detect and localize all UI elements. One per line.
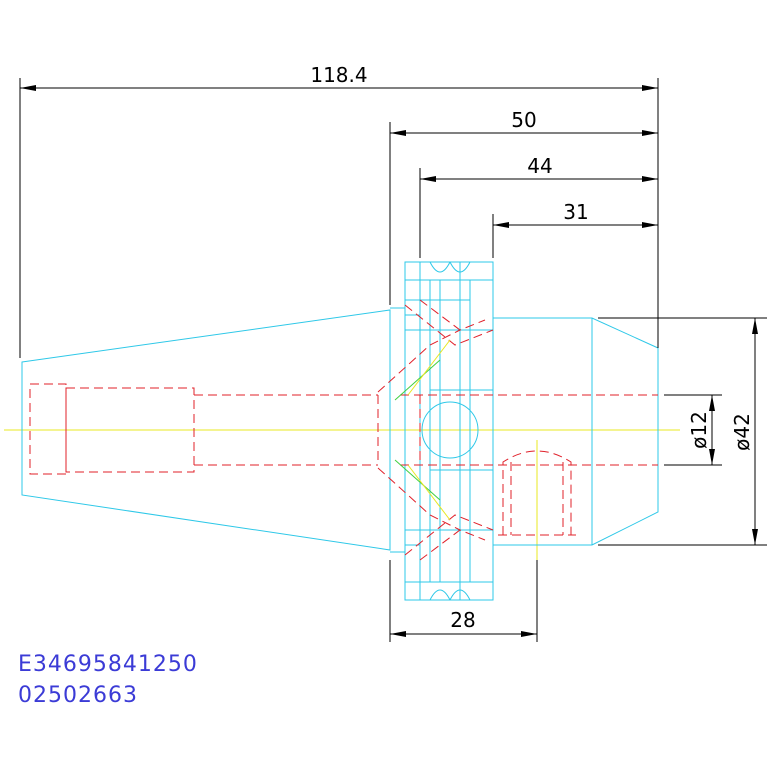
taper-outline <box>21 309 391 551</box>
hidden-lines <box>29 299 658 561</box>
dimension-lines <box>19 78 767 642</box>
part-code-secondary: 02502663 <box>18 683 138 708</box>
dimension-flange-face-to-end: 44 <box>527 154 552 178</box>
dimension-outer-diameter: ø42 <box>730 413 754 451</box>
dimension-overall-length: 118.4 <box>310 63 367 87</box>
construction-lines <box>394 339 451 521</box>
orientation-hole <box>421 401 479 459</box>
dimension-bore-diameter: ø12 <box>687 411 711 449</box>
dimension-collar-to-end: 31 <box>563 200 588 224</box>
center-line <box>4 429 680 560</box>
body-outline <box>492 317 659 546</box>
dimension-flange-to-pin: 28 <box>450 608 475 632</box>
part-code-primary: E34695841250 <box>18 652 198 677</box>
dimension-flange-to-end: 50 <box>511 108 536 132</box>
